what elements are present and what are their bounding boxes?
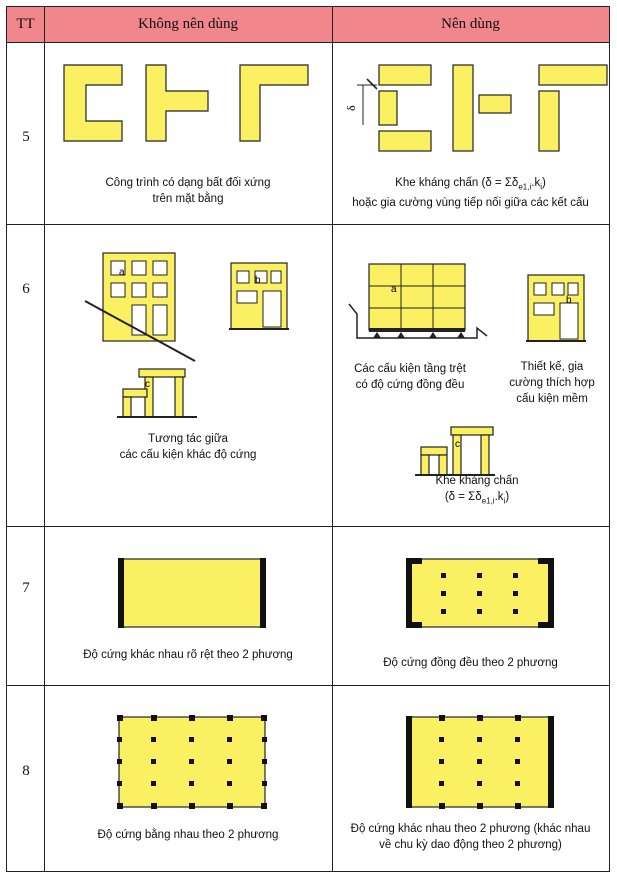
row8-good-caption: Độ cứng khác nhau theo 2 phương (khác nh… — [350, 823, 591, 851]
seismic-joint-plan-diagram: δ — [344, 64, 608, 152]
divider — [332, 7, 333, 871]
plan-columns-with-walls-diagram — [406, 715, 554, 809]
row6-good-caption-c: Khe kháng chấn (δ = Σδe1,i.ki) — [435, 475, 519, 506]
row8-bad-caption: Độ cứng bằng nhau theo 2 phương — [97, 829, 279, 841]
divider — [44, 7, 45, 871]
plan-walls-one-direction-diagram — [118, 558, 266, 628]
label-a: a — [119, 267, 125, 278]
label-b: b — [566, 295, 572, 306]
header-tt: TT — [7, 7, 44, 43]
row-number: 5 — [22, 129, 30, 145]
label-a: a — [391, 284, 397, 295]
header-not-recommended: Không nên dùng — [44, 7, 332, 43]
row7-good-caption: Độ cứng đồng đều theo 2 phương — [383, 657, 558, 669]
frame-on-slope-diagram: a — [84, 252, 196, 362]
adjacent-stiffness-diagram: c — [117, 368, 197, 418]
uniform-ground-floor-diagram: a — [348, 263, 488, 339]
row7-bad-caption: Độ cứng khác nhau rõ rệt theo 2 phương — [83, 649, 293, 661]
plan-uniform-stiffness-diagram — [406, 558, 554, 628]
row6-good-caption-b: Thiết kế, gia cường thích hợp cấu kiện m… — [509, 361, 595, 405]
row6-good-caption-a: Các cấu kiện tầng trệt có độ cứng đồng đ… — [354, 363, 466, 391]
separated-adjacent-diagram: c — [415, 426, 495, 476]
plan-column-grid-diagram — [117, 715, 267, 809]
row5-good-caption: Khe kháng chấn (δ = Σδe1,i.ki) hoặc gia … — [352, 177, 589, 210]
row-divider — [7, 224, 609, 225]
row-divider — [7, 685, 609, 686]
header-recommended: Nên dùng — [332, 7, 609, 43]
row-number: 6 — [22, 281, 30, 297]
delta-symbol: δ — [344, 105, 358, 111]
row-number: 8 — [22, 763, 30, 779]
label-b: b — [255, 275, 261, 286]
row5-bad-caption: Công trình có dạng bất đối xứng trên mặt… — [105, 177, 271, 205]
label-c: c — [145, 379, 150, 390]
row6-bad-caption: Tương tác giữa các cấu kiện khác độ cứng — [119, 433, 257, 461]
comparison-table: TT Không nên dùng Nên dùng 5 6 7 8 Công … — [6, 6, 610, 872]
reinforced-soft-member-diagram: b — [526, 274, 586, 342]
label-c: c — [455, 439, 460, 450]
short-column-frame-diagram: b — [229, 262, 289, 330]
row-divider — [7, 526, 609, 527]
asymmetric-plan-diagram — [63, 64, 309, 142]
row-number: 7 — [22, 580, 30, 596]
